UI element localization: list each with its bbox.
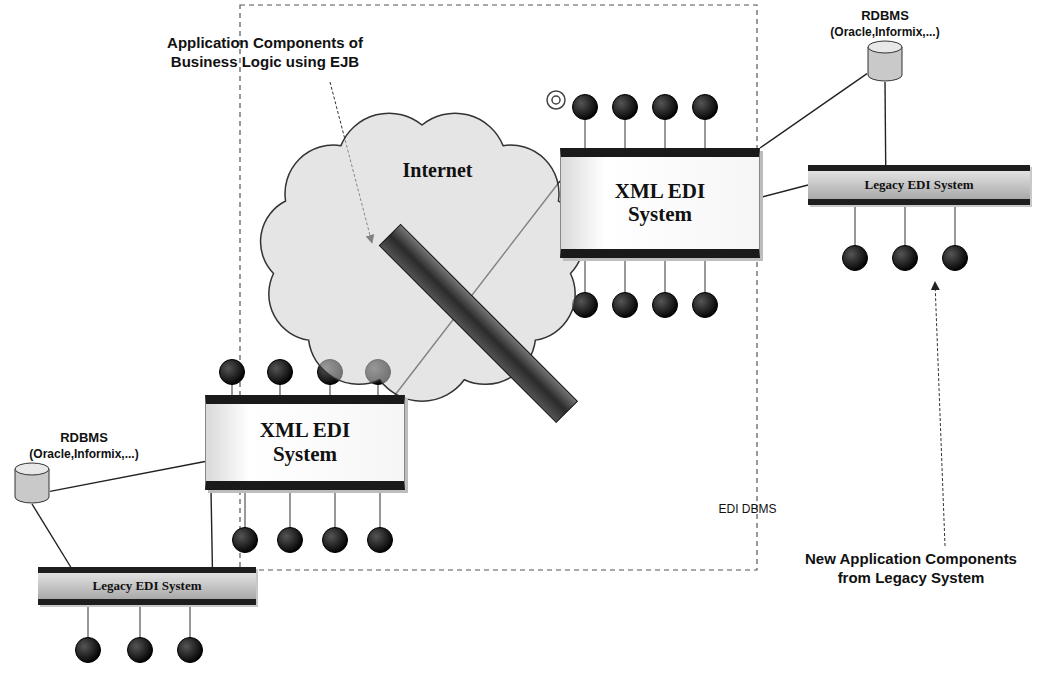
component-dot <box>128 638 153 663</box>
component-dot <box>893 246 918 271</box>
component-dot <box>613 95 638 120</box>
node-label: Legacy EDI System <box>864 177 973 193</box>
component-dot <box>278 528 303 553</box>
component-dot <box>76 638 101 663</box>
component-dot <box>233 528 258 553</box>
internet-cloud: Internet <box>250 90 595 410</box>
cylinder-shape <box>867 40 903 82</box>
network-pipe <box>379 224 577 422</box>
component-dot <box>613 293 638 318</box>
component-dot <box>573 95 598 120</box>
connector-line <box>760 74 867 148</box>
callout-label: New Application Components from Legacy S… <box>790 550 1032 588</box>
database-cylinder: RDBMS(Oracle,Informix,...) <box>820 8 950 82</box>
connector-line <box>884 82 886 165</box>
product-note: (Oracle,Informix,...) <box>820 24 950 40</box>
connector-line <box>50 462 205 492</box>
leader-line <box>935 282 945 546</box>
component-dot <box>693 293 718 318</box>
swirl-symbol <box>547 91 565 109</box>
node-label: Legacy EDI System <box>92 578 201 594</box>
component-dot <box>268 360 293 385</box>
component-dot <box>178 638 203 663</box>
system-bar: Legacy EDI System <box>808 165 1030 205</box>
system-box: XML EDI System <box>560 148 760 258</box>
cylinder-shape <box>14 462 50 504</box>
connector-line <box>32 504 71 567</box>
node-label: RDBMS <box>4 430 164 446</box>
connector-line <box>760 185 808 198</box>
note-label: EDI DBMS <box>700 502 795 516</box>
component-dot <box>220 360 245 385</box>
connector-line <box>211 490 212 567</box>
system-bar: Legacy EDI System <box>38 567 256 605</box>
product-note: (Oracle,Informix,...) <box>4 446 164 462</box>
component-dot <box>653 95 678 120</box>
callout-label: Application Components of Business Logic… <box>140 34 390 72</box>
node-label: XML EDI System <box>240 419 370 465</box>
component-dot <box>323 528 348 553</box>
node-label: XML EDI System <box>595 180 725 226</box>
component-dot <box>693 95 718 120</box>
node-label: Internet <box>403 158 473 182</box>
cloud-outline <box>250 90 595 410</box>
node-label: RDBMS <box>820 8 950 24</box>
component-dot <box>653 293 678 318</box>
system-box: XML EDI System <box>205 395 405 490</box>
component-dot <box>573 293 598 318</box>
database-cylinder: RDBMS(Oracle,Informix,...) <box>4 430 164 504</box>
component-dot <box>843 246 868 271</box>
component-dot <box>943 246 968 271</box>
component-dot <box>368 528 393 553</box>
